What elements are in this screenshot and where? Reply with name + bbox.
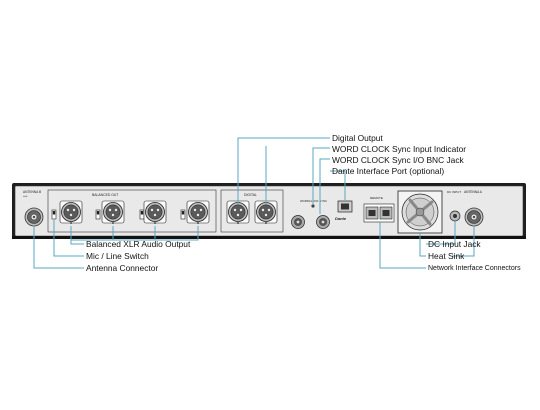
leader-balanced-xlr xyxy=(70,226,84,245)
leader-dc-input xyxy=(426,221,456,245)
callout-wordclock-bnc: WORD CLOCK Sync I/O BNC Jack xyxy=(332,155,464,165)
leader-wordclock-indicator xyxy=(312,147,330,204)
balanced-xlr-output-4[interactable] xyxy=(186,200,210,224)
callout-network-connectors: Network Interface Connectors xyxy=(428,265,521,272)
balanced-out-section: BALANCED OUT xyxy=(47,189,217,233)
wordclock-section: WORDCLOCK SYNC xyxy=(291,199,330,229)
digital-section: DIGITAL xyxy=(220,189,284,233)
wordclock-bnc-jack-out[interactable] xyxy=(316,215,330,229)
dc-input-jack[interactable] xyxy=(449,210,461,222)
callout-digital-output: Digital Output xyxy=(332,133,383,143)
callout-wordclock-indicator: WORD CLOCK Sync Input Indicator xyxy=(332,144,467,154)
callout-dante-port: Dante Interface Port (optional) xyxy=(332,166,445,176)
callout-mic-line-switch: Mic / Line Switch xyxy=(86,251,149,261)
balanced-xlr-output-2[interactable] xyxy=(101,200,125,224)
leader-dante-port xyxy=(330,170,346,200)
balanced-out-label: BALANCED OUT xyxy=(92,193,118,197)
callout-balanced-xlr: Balanced XLR Audio Output xyxy=(86,239,191,249)
dc-input-label: DC INPUT xyxy=(447,190,461,194)
leader-wordclock-bnc xyxy=(319,158,330,214)
callout-dc-input-jack: DC Input Jack xyxy=(428,239,481,249)
callout-heat-sink: Heat Sink xyxy=(428,251,465,261)
antenna-b-label: ANTENNA B xyxy=(23,190,41,194)
digital-label: DIGITAL xyxy=(244,193,257,197)
digital-xlr-output-1[interactable] xyxy=(226,200,250,224)
antenna-a-connector[interactable] xyxy=(464,207,484,227)
dante-section: Dante xyxy=(335,200,353,221)
antenna-b-section: ANTENNA B ▪▪▪▪▪ xyxy=(23,190,44,227)
leader-digital-output xyxy=(237,137,330,204)
heat-sink xyxy=(397,190,443,234)
leader-lines xyxy=(33,137,475,269)
balanced-xlr-output-1[interactable] xyxy=(59,200,83,224)
wordclock-bnc-jack-in[interactable] xyxy=(291,215,305,229)
leader-heat-sink xyxy=(419,233,426,257)
xlr-outputs xyxy=(59,200,210,224)
antenna-b-connector[interactable] xyxy=(24,207,44,227)
remote-section: REMOTE xyxy=(363,196,395,223)
balanced-xlr-output-3[interactable] xyxy=(143,200,167,224)
digital-xlr-outputs xyxy=(226,200,278,224)
leader-antenna xyxy=(33,226,84,269)
digital-xlr-output-2[interactable] xyxy=(254,200,278,224)
antenna-a-section: ANTENNA A xyxy=(464,190,484,227)
antenna-a-label: ANTENNA A xyxy=(464,190,483,194)
wordclock-label: WORDCLOCK SYNC xyxy=(300,199,327,203)
remote-label: REMOTE xyxy=(370,196,383,200)
leader-network xyxy=(379,222,426,269)
antenna-b-sublabel: ▪▪▪▪▪ xyxy=(23,195,28,198)
wordclock-indicator xyxy=(311,204,315,208)
dante-logo-text: Dante xyxy=(335,216,347,221)
callout-antenna-connector: Antenna Connector xyxy=(86,263,159,273)
leader-mic-line xyxy=(53,220,84,257)
